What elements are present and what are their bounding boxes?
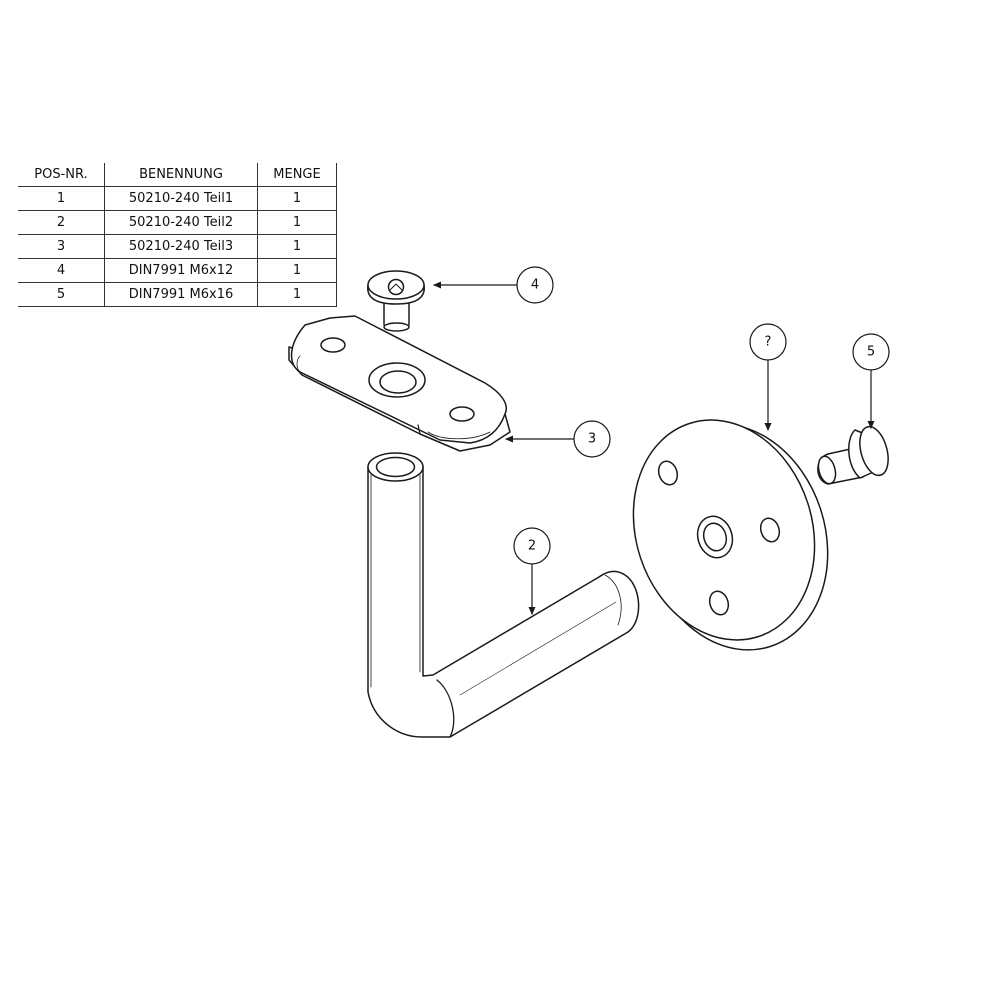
cell-qty: 1	[257, 282, 337, 307]
mounting-plate-part	[288, 315, 511, 452]
cell-qty: 1	[257, 186, 337, 211]
countersunk-screw-m6x12-part	[367, 270, 425, 332]
cell-pos: 3	[18, 234, 105, 259]
leader-lines	[433, 281, 875, 615]
balloon-3	[573, 420, 611, 458]
cell-name: DIN7991 M6x16	[104, 282, 258, 307]
header-pos-nr: POS-NR.	[18, 163, 105, 187]
callout-balloons	[513, 266, 890, 565]
bracket-bar-part	[367, 452, 640, 738]
cell-name: 50210-240 Teil2	[104, 210, 258, 235]
balloon-label-rosette: ?	[765, 335, 772, 350]
balloon-label-4: 4	[531, 278, 539, 293]
table-row: 4 DIN7991 M6x12 1	[18, 258, 337, 283]
header-menge: MENGE	[257, 163, 337, 187]
balloon-label-5: 5	[867, 345, 875, 360]
wall-rosette-part	[632, 419, 829, 651]
cell-pos: 5	[18, 282, 105, 307]
cell-pos: 4	[18, 258, 105, 283]
balloon-5	[852, 333, 890, 371]
balloon-rosette	[749, 323, 787, 361]
balloon-label-2: 2	[528, 539, 536, 554]
balloon-4	[516, 266, 554, 304]
countersunk-screw-m6x16-part	[817, 425, 889, 485]
balloon-label-3: 3	[588, 432, 596, 447]
parts-list-header-row: POS-NR. BENENNUNG MENGE	[18, 163, 337, 187]
cell-pos: 2	[18, 210, 105, 235]
table-row: 3 50210-240 Teil3 1	[18, 234, 337, 259]
cell-name: DIN7991 M6x12	[104, 258, 258, 283]
parts-list-table: POS-NR. BENENNUNG MENGE 1 50210-240 Teil…	[18, 163, 337, 307]
cell-qty: 1	[257, 258, 337, 283]
balloon-2	[513, 527, 551, 565]
table-row: 5 DIN7991 M6x16 1	[18, 282, 337, 307]
